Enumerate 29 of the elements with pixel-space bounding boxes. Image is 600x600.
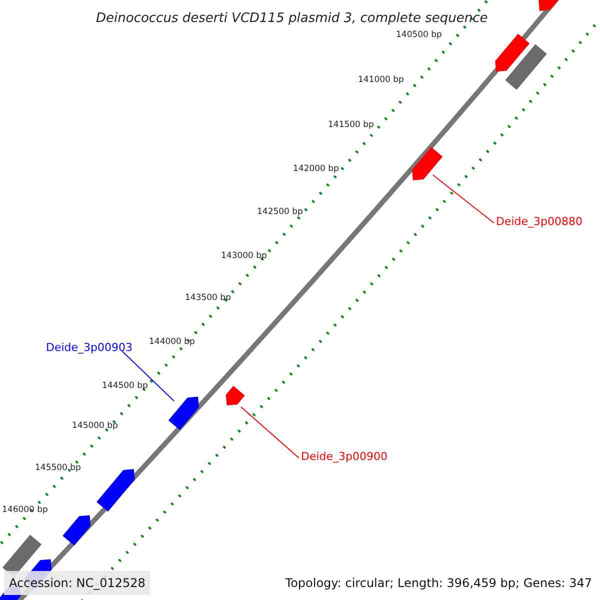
accession-label: Accession: NC_012528 xyxy=(4,571,150,595)
position-label: 143500 bp xyxy=(185,294,231,302)
position-label: 144500 bp xyxy=(102,382,148,390)
sequence-info: Topology: circular; Length: 396,459 bp; Genes: 347 xyxy=(285,575,592,592)
gene-feature xyxy=(62,515,91,546)
position-label: 145000 bp xyxy=(72,422,118,430)
gene-label: Deide_3p00900 xyxy=(301,451,388,462)
leader-line xyxy=(240,406,300,458)
gene-feature xyxy=(96,469,135,512)
map-title: Deinococcus deserti VCD115 plasmid 3, complete sequence xyxy=(96,10,488,28)
gene-feature xyxy=(168,396,199,430)
gene-feature xyxy=(226,386,245,406)
position-label: 142000 bp xyxy=(293,165,339,174)
position-label: 142500 bp xyxy=(257,208,303,216)
position-label: 144000 bp xyxy=(149,338,195,346)
gene-feature xyxy=(495,34,530,72)
gene-feature xyxy=(538,0,560,11)
gene-label: Deide_3p00903 xyxy=(46,342,133,353)
position-label: 145500 bp xyxy=(35,464,81,472)
position-label: 146000 bp xyxy=(2,506,48,514)
gene-feature xyxy=(412,147,443,180)
position-label: 141500 bp xyxy=(328,121,374,130)
gene-label: Deide_3p00880 xyxy=(496,216,583,227)
gene-feature xyxy=(505,44,547,90)
position-label: 143000 bp xyxy=(221,252,267,260)
leader-line xyxy=(122,350,174,402)
position-label: 140500 bp xyxy=(396,31,442,40)
leader-line xyxy=(432,174,494,224)
position-label: 141000 bp xyxy=(358,76,404,84)
